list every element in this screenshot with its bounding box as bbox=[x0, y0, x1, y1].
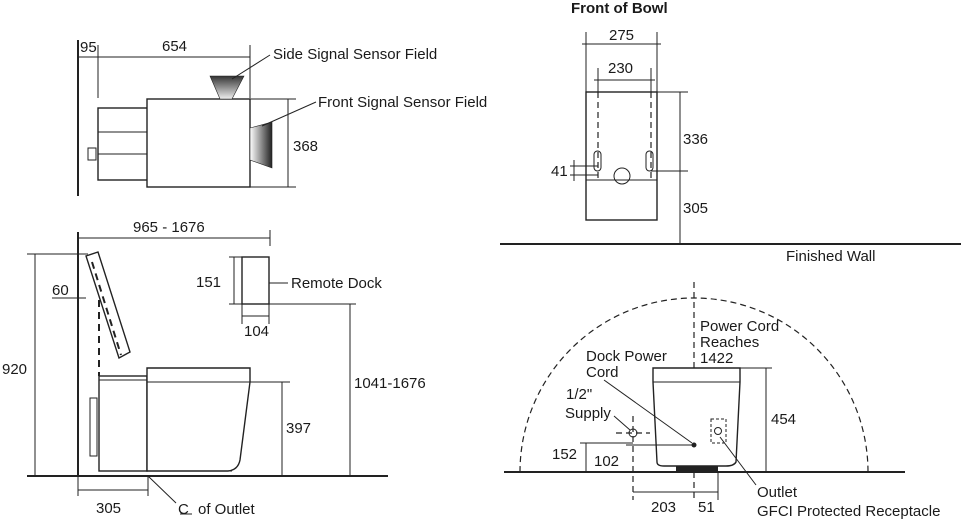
side-sensor-field bbox=[209, 75, 245, 100]
outlet-label: Outlet bbox=[757, 484, 798, 501]
side-elevation: 965 - 1676 151 104 Remote Dock 1041-1676 bbox=[2, 219, 426, 518]
side-signal-sensor-field-label: Side Signal Sensor Field bbox=[273, 46, 437, 63]
dim-305-side: 305 bbox=[96, 500, 121, 517]
front-of-bowl-view: Front of Bowl 275 230 41 336 305 bbox=[551, 0, 708, 244]
centerline-of-outlet-label: of Outlet bbox=[198, 501, 256, 518]
dim-230: 230 bbox=[608, 60, 633, 77]
dim-275: 275 bbox=[609, 27, 634, 44]
dim-51: 51 bbox=[698, 499, 715, 516]
dim-95: 95 bbox=[80, 39, 97, 56]
front-bowl bbox=[652, 367, 741, 467]
finished-wall: Finished Wall bbox=[500, 243, 961, 265]
dim-654: 654 bbox=[162, 38, 187, 55]
dim-965-1676: 965 - 1676 bbox=[133, 219, 205, 236]
remote-dock-label: Remote Dock bbox=[291, 275, 382, 292]
dim-368: 368 bbox=[293, 138, 318, 155]
dim-920: 920 bbox=[2, 361, 27, 378]
dock-power-cord-label-2: Cord bbox=[586, 364, 619, 381]
front-outlet-circle bbox=[613, 167, 631, 185]
power-cord-reaches-label-2: Reaches bbox=[700, 334, 759, 351]
dim-1041-1676: 1041-1676 bbox=[354, 375, 426, 392]
front-of-bowl-title: Front of Bowl bbox=[571, 0, 668, 17]
open-lid bbox=[85, 251, 131, 360]
front-elevation: 454 152 102 203 51 Power Cord Reaches 14… bbox=[504, 282, 940, 520]
dim-397: 397 bbox=[286, 420, 311, 437]
front-sensor-field bbox=[249, 121, 273, 169]
dim-305-front: 305 bbox=[683, 200, 708, 217]
dock-power-cord-label-1: Dock Power bbox=[586, 348, 667, 365]
front-signal-sensor-field-label: Front Signal Sensor Field bbox=[318, 94, 487, 111]
supply-label-2: Supply bbox=[565, 405, 611, 422]
dim-336: 336 bbox=[683, 131, 708, 148]
dim-104: 104 bbox=[244, 323, 269, 340]
dim-60: 60 bbox=[52, 282, 69, 299]
side-tank bbox=[98, 375, 148, 472]
dim-41: 41 bbox=[551, 163, 568, 180]
plan-bowl bbox=[146, 98, 251, 188]
dim-454: 454 bbox=[771, 411, 796, 428]
dim-203: 203 bbox=[651, 499, 676, 516]
dim-151: 151 bbox=[196, 274, 221, 291]
dim-102: 102 bbox=[594, 453, 619, 470]
side-bowl bbox=[146, 367, 251, 472]
supply-label-1: 1/2" bbox=[566, 386, 592, 403]
gfci-label: GFCI Protected Receptacle bbox=[757, 503, 940, 520]
remote-dock bbox=[241, 256, 270, 305]
centerline-symbol: C bbox=[178, 501, 189, 518]
power-cord-reaches-label-3: 1422 bbox=[700, 350, 733, 367]
plan-tank bbox=[97, 107, 149, 181]
plan-view: 95 654 Side Signal Sensor Field Front Si… bbox=[77, 38, 487, 196]
dim-152: 152 bbox=[552, 446, 577, 463]
gfci-receptacle bbox=[710, 418, 727, 444]
power-cord-reaches-label-1: Power Cord bbox=[700, 318, 779, 335]
finished-wall-label: Finished Wall bbox=[786, 248, 875, 265]
